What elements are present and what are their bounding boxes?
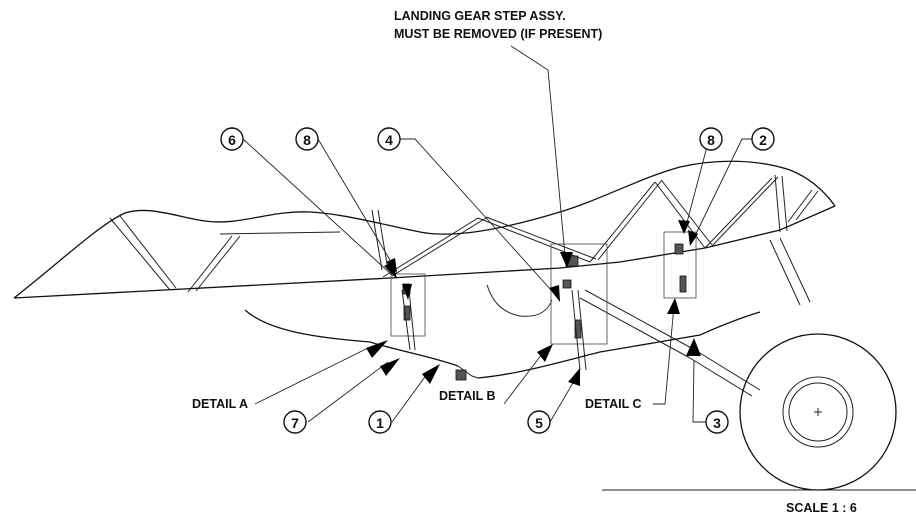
- callout-3-number: 3: [713, 415, 721, 431]
- detail-b-label: DETAIL B: [439, 389, 495, 403]
- detail-b-box: [550, 243, 608, 345]
- callout-1-number: 1: [376, 415, 384, 431]
- detail-c-parts: [674, 243, 687, 293]
- callout-3: 3: [705, 410, 729, 434]
- step-assy-note-line2: MUST BE REMOVED (IF PRESENT): [394, 27, 602, 41]
- main-wheel: [602, 333, 916, 491]
- leader-lines: [242, 45, 754, 423]
- callout-2-number: 2: [759, 132, 767, 148]
- callout-8-left-number: 8: [303, 132, 311, 148]
- detail-b-parts: [562, 255, 587, 371]
- callout-4: 4: [377, 127, 401, 151]
- detail-c-box: [663, 231, 697, 299]
- callout-4-number: 4: [385, 132, 393, 148]
- callout-6: 6: [220, 127, 244, 151]
- callout-8-left: 8: [295, 127, 319, 151]
- part-1-bracket: [455, 369, 467, 381]
- callout-5-number: 5: [535, 415, 543, 431]
- arrowheads: [366, 220, 701, 386]
- callout-6-number: 6: [228, 132, 236, 148]
- detail-a-label: DETAIL A: [192, 397, 248, 411]
- callout-8-right-number: 8: [707, 132, 715, 148]
- callout-7-number: 7: [291, 415, 299, 431]
- callout-7: 7: [283, 410, 307, 434]
- scale-label: SCALE 1 : 6: [786, 501, 857, 515]
- callout-2: 2: [751, 127, 775, 151]
- callout-5: 5: [527, 410, 551, 434]
- detail-a-box: [390, 273, 426, 337]
- fuselage-outline: [13, 160, 836, 397]
- callout-1: 1: [368, 410, 392, 434]
- step-assy-note-line1: LANDING GEAR STEP ASSY.: [394, 9, 566, 23]
- callout-8-right: 8: [699, 127, 723, 151]
- detail-c-label: DETAIL C: [585, 397, 641, 411]
